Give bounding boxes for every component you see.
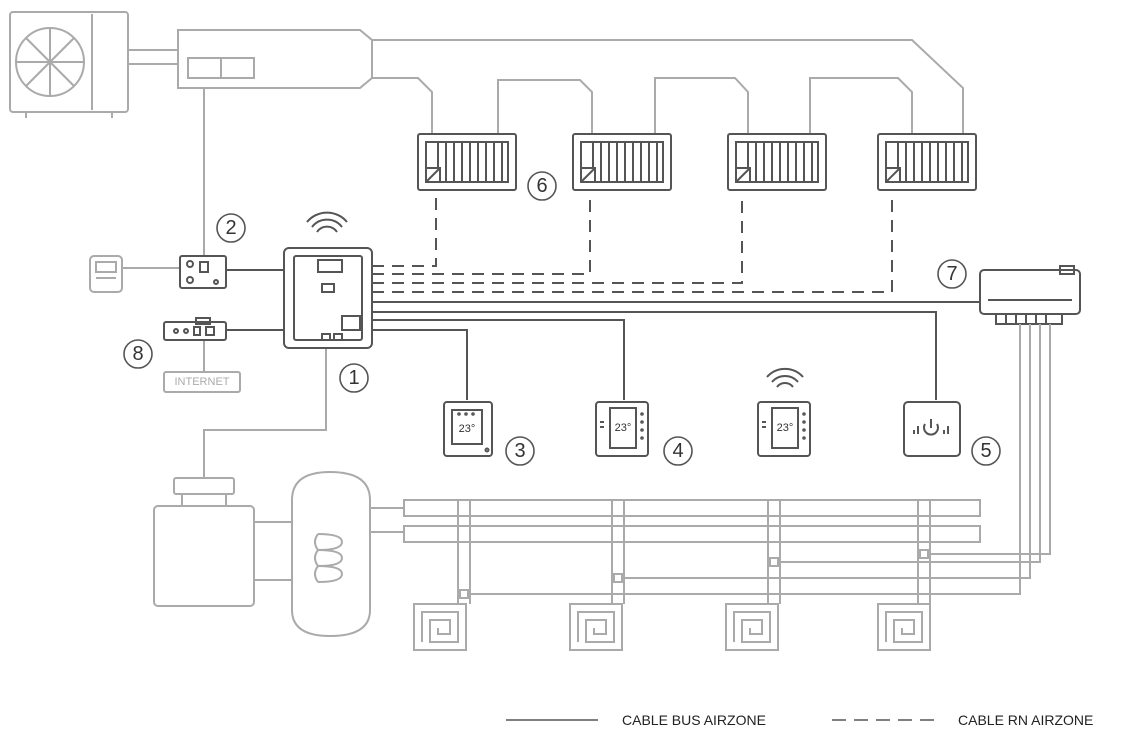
motorized-grille-1	[417, 133, 517, 191]
motorized-grille-3	[727, 133, 827, 191]
hydronic-heat-pump	[153, 477, 255, 607]
thermostat-lite	[903, 401, 961, 457]
rn-cables	[372, 196, 893, 293]
callout-2: 2	[216, 213, 246, 243]
callout-6: 6	[527, 171, 557, 201]
radiant-valve-wiring	[464, 324, 1051, 595]
power-icon	[923, 419, 939, 436]
wifi-icon-thermostat	[766, 367, 804, 388]
floor-loop-2	[569, 603, 623, 651]
legend: CABLE BUS AIRZONE CABLE RN AIRZONE	[506, 712, 1093, 728]
thermostat-temp-wireless: 23°	[777, 422, 794, 434]
callout-5: 5	[971, 436, 1001, 466]
radiant-control-module	[979, 265, 1081, 325]
outdoor-heat-pump-unit	[9, 11, 129, 118]
motorized-grille-4	[877, 133, 977, 191]
svg-text:1: 1	[348, 367, 359, 389]
airzone-central-controller	[283, 247, 373, 349]
wifi-icon	[306, 211, 348, 233]
thermostat-temp-3: 23°	[459, 423, 476, 435]
webserver-module	[163, 317, 227, 341]
svg-text:2: 2	[225, 217, 236, 239]
callout-1: 1	[339, 363, 369, 393]
thermostat-blueface: 23°	[443, 401, 493, 457]
control-gateway	[179, 255, 227, 289]
floor-loop-3	[725, 603, 779, 651]
room-control-panel	[89, 255, 123, 293]
thermostat-temp-4: 23°	[615, 422, 632, 434]
callout-3: 3	[505, 436, 535, 466]
legend-rn-label: CABLE RN AIRZONE	[958, 712, 1093, 728]
motorized-grille-2	[572, 133, 672, 191]
svg-text:4: 4	[672, 440, 683, 462]
thermostat-think-wireless: 23°	[757, 401, 811, 457]
internet-label: INTERNET	[175, 376, 230, 388]
svg-text:6: 6	[536, 175, 547, 197]
internet-box: INTERNET	[163, 371, 241, 393]
svg-text:3: 3	[514, 440, 525, 462]
floor-loop-1	[413, 603, 467, 651]
svg-text:7: 7	[946, 263, 957, 285]
floor-loop-4	[877, 603, 931, 651]
thermostat-think-wired: 23°	[595, 401, 649, 457]
water-tank	[291, 470, 371, 638]
legend-bus-label: CABLE BUS AIRZONE	[622, 712, 766, 728]
svg-text:8: 8	[132, 343, 143, 365]
bus-cables	[226, 269, 980, 400]
callout-4: 4	[663, 436, 693, 466]
callout-7: 7	[937, 259, 967, 289]
callout-8: 8	[123, 339, 153, 369]
svg-text:5: 5	[980, 440, 991, 462]
ducted-indoor-unit	[177, 29, 373, 89]
